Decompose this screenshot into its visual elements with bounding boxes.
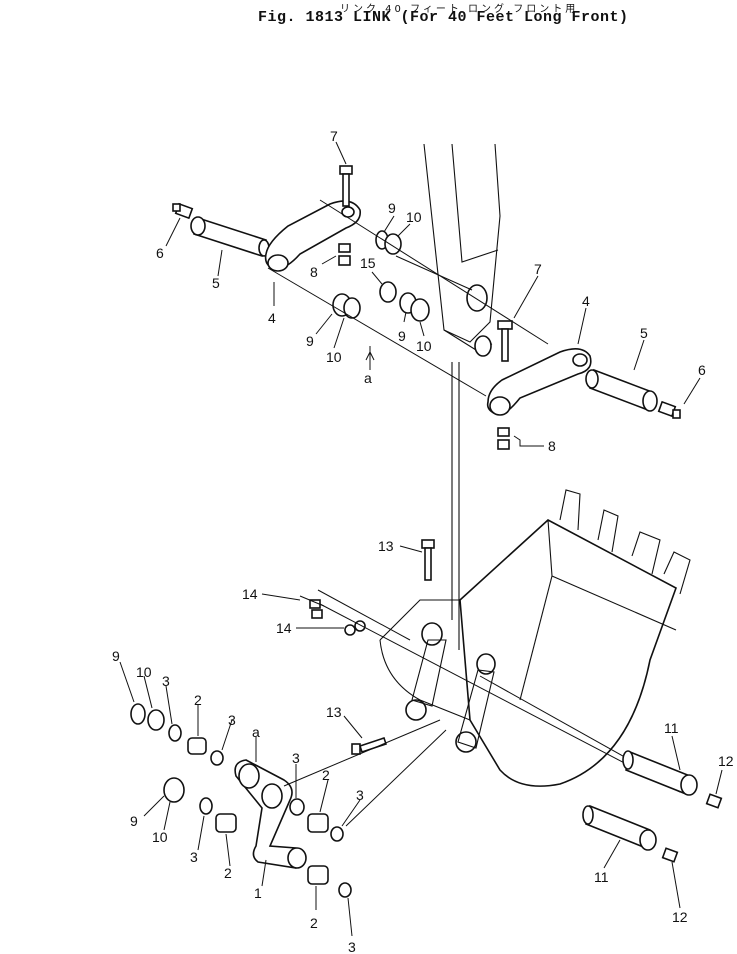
- callout-2-d: 2: [310, 915, 318, 931]
- callout-8-upper: 8: [310, 264, 318, 280]
- nut-8-right: [497, 427, 510, 450]
- callout-3-f: 3: [348, 939, 356, 954]
- callout-14-a: 14: [242, 586, 258, 602]
- callout-3-d: 3: [356, 787, 364, 803]
- grease-fitting-6-right: [657, 400, 681, 419]
- washers-left: [130, 703, 352, 898]
- callout-2-a: 2: [194, 692, 202, 708]
- callout-4-left: 4: [268, 310, 276, 326]
- nut-14: [309, 599, 366, 636]
- link-4-right: [486, 348, 592, 416]
- pin-5-left: [190, 216, 270, 258]
- nut-8-upper: [338, 243, 351, 266]
- link-4-left: [264, 200, 362, 272]
- callout-10-a: 10: [326, 349, 342, 365]
- callout-9-e: 9: [130, 813, 138, 829]
- figure-title-japanese: リンク 40 フィート ロング フロント用: [340, 4, 579, 15]
- leader-lines: [119, 141, 723, 937]
- grease-fitting-6-left: [172, 202, 194, 220]
- view-marker-lower: a: [252, 724, 260, 740]
- callout-10-e: 10: [152, 829, 168, 845]
- callout-12-lower: 12: [672, 909, 688, 925]
- pin-11-upper: [622, 750, 698, 796]
- callout-11-upper: 11: [664, 720, 679, 736]
- callout-13-lower: 13: [326, 704, 342, 720]
- callout-14-b: 14: [276, 620, 292, 636]
- callout-13-upper: 13: [378, 538, 394, 554]
- callout-3-a: 3: [162, 673, 170, 689]
- figure-title: Fig. 1813 LINK (For 40 Feet Long Front): [258, 9, 629, 26]
- bolt-7-right: [497, 320, 513, 362]
- view-marker-a-upper: a: [364, 370, 372, 386]
- bucket: [379, 489, 691, 787]
- callout-3-e: 3: [190, 849, 198, 865]
- view-marker-upper: a: [364, 351, 375, 386]
- callout-11-lower: 11: [594, 869, 609, 885]
- callout-1: 1: [254, 885, 262, 901]
- callout-6-left: 6: [156, 245, 164, 261]
- callout-9-d: 9: [112, 648, 120, 664]
- callout-5-right: 5: [640, 325, 648, 341]
- lever-1: [234, 759, 307, 869]
- callout-3-c: 3: [292, 750, 300, 766]
- callout-15: 15: [360, 255, 376, 271]
- callout-7-upper: 7: [330, 128, 338, 144]
- bolt-13-upper: [421, 539, 435, 581]
- bolt-13-lower: [351, 736, 388, 755]
- callout-10-c: 10: [416, 338, 432, 354]
- callout-10-d: 10: [136, 664, 152, 680]
- pin-11-lower: [582, 804, 657, 851]
- callout-numbers: 7 6 5 4 8 9 10 15 9 10 9 10 7 4 5 6 8 13…: [112, 128, 734, 954]
- callout-4-right: 4: [582, 293, 590, 309]
- callout-2-b: 2: [322, 767, 330, 783]
- callout-3-b: 3: [228, 712, 236, 728]
- callout-9-c: 9: [398, 328, 406, 344]
- pin-5-right: [585, 368, 658, 412]
- callout-12-upper: 12: [718, 753, 734, 769]
- view-marker-a-lower: a: [252, 724, 260, 740]
- callout-10-b: 10: [406, 209, 422, 225]
- callout-6-right: 6: [698, 362, 706, 378]
- callout-7-right: 7: [534, 261, 542, 277]
- callout-9-a: 9: [306, 333, 314, 349]
- callout-5-left: 5: [212, 275, 220, 291]
- grease-fitting-12: [661, 793, 723, 863]
- callout-8-right: 8: [548, 438, 556, 454]
- callout-2-c: 2: [224, 865, 232, 881]
- callout-9-b: 9: [388, 200, 396, 216]
- arm: [423, 143, 501, 650]
- bolt-7-upper: [339, 165, 353, 207]
